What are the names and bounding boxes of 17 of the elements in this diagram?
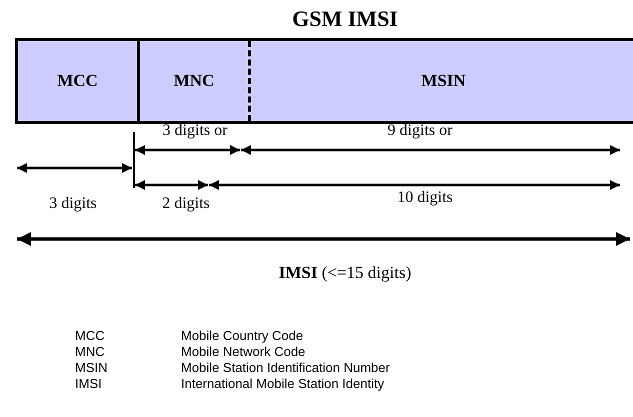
total-length-label: IMSI (<=15 digits): [278, 264, 412, 281]
diagram-title: GSM IMSI: [292, 8, 398, 30]
digit-count-label: 10 digits: [397, 190, 453, 206]
definition: Mobile Network Code: [181, 344, 306, 360]
digit-count-label: 3 digits or: [162, 123, 228, 139]
abbreviation: IMSI: [75, 376, 103, 392]
field-name: MSIN: [421, 70, 466, 92]
abbreviation: MSIN: [75, 360, 108, 376]
definition: Mobile Station Identification Number: [181, 360, 390, 376]
definition: International Mobile Station Identity: [181, 376, 384, 392]
field-name: MCC: [57, 70, 98, 92]
field-name: MNC: [174, 70, 214, 92]
digit-count-label: 2 digits: [162, 196, 210, 212]
abbreviation: MNC: [75, 344, 106, 360]
digit-count-label: 3 digits: [49, 196, 97, 212]
abbreviation: MCC: [75, 328, 106, 344]
definition: Mobile Country Code: [181, 328, 304, 344]
